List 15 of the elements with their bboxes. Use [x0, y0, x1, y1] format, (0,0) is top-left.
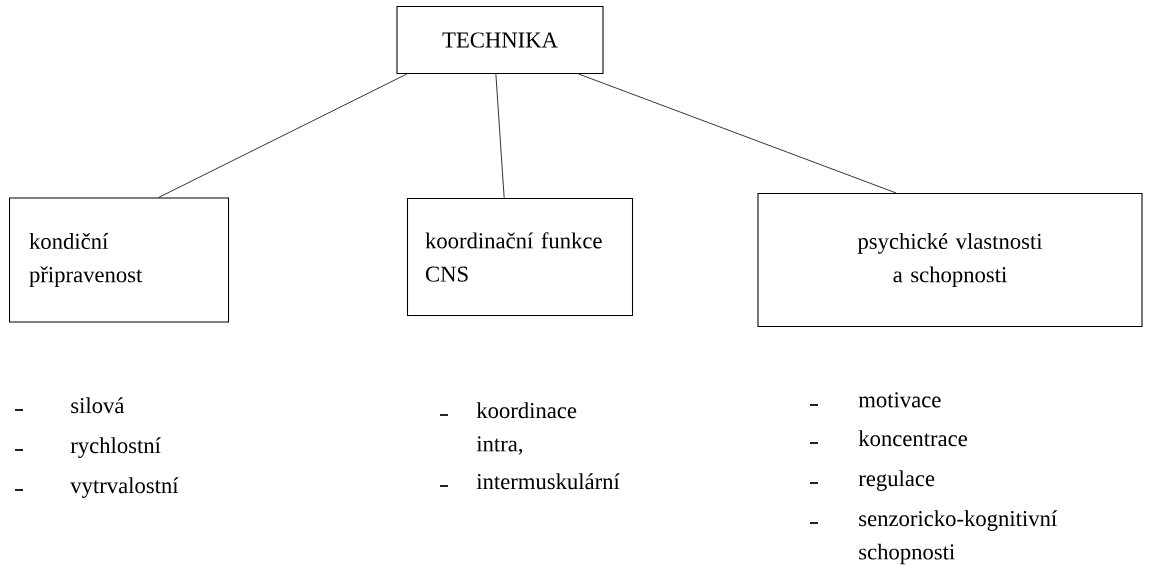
list-item: regulace [858, 470, 935, 491]
list-item: silová [71, 397, 125, 414]
box: psychické vlastnosti a schopnosti [757, 192, 1143, 328]
list-item: senzoricko-kognitivní schopnosti [859, 510, 1057, 565]
list-item: vytrvalostní [70, 477, 179, 498]
connector-line [158, 73, 408, 198]
list-item: koncentrace [858, 430, 967, 447]
connector-line [578, 73, 897, 194]
list-item: motivace [858, 392, 941, 408]
list-item: intermuskulární [476, 473, 620, 490]
box: koordinační funkce CNS [406, 197, 634, 317]
connector-line [495, 73, 505, 199]
list-item: rychlostní [70, 437, 161, 458]
box: TECHNIKA [396, 5, 604, 75]
box: kondiční připravenost [8, 197, 230, 323]
